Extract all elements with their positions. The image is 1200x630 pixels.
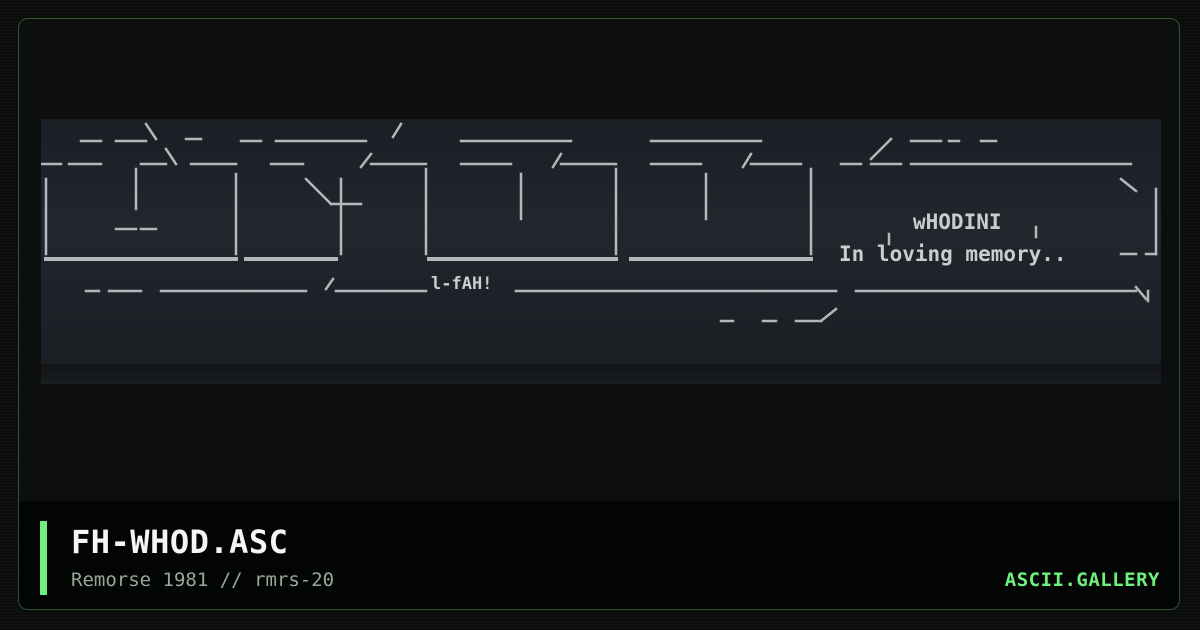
artwork-card: wHODINI In loving memory.. l-fAH! FH-WHO…	[18, 18, 1180, 610]
file-title: FH-WHOD.ASC	[71, 523, 289, 561]
info-bar: FH-WHOD.ASC Remorse 1981 // rmrs-20 ASCI…	[19, 501, 1179, 609]
site-brand[interactable]: ASCII.GALLERY	[1004, 569, 1160, 591]
preview-shadow	[41, 364, 1161, 384]
ascii-art-preview: wHODINI In loving memory.. l-fAH!	[41, 119, 1161, 384]
file-subtitle: Remorse 1981 // rmrs-20	[71, 569, 335, 591]
ascii-artist-tag: l-fAH!	[431, 274, 492, 294]
ascii-memorial-text: In loving memory..	[839, 242, 1067, 266]
accent-bar	[40, 521, 47, 595]
ascii-art-drawing: wHODINI In loving memory.. l-fAH!	[41, 122, 1158, 323]
ascii-group-name: wHODINI	[913, 210, 1002, 234]
